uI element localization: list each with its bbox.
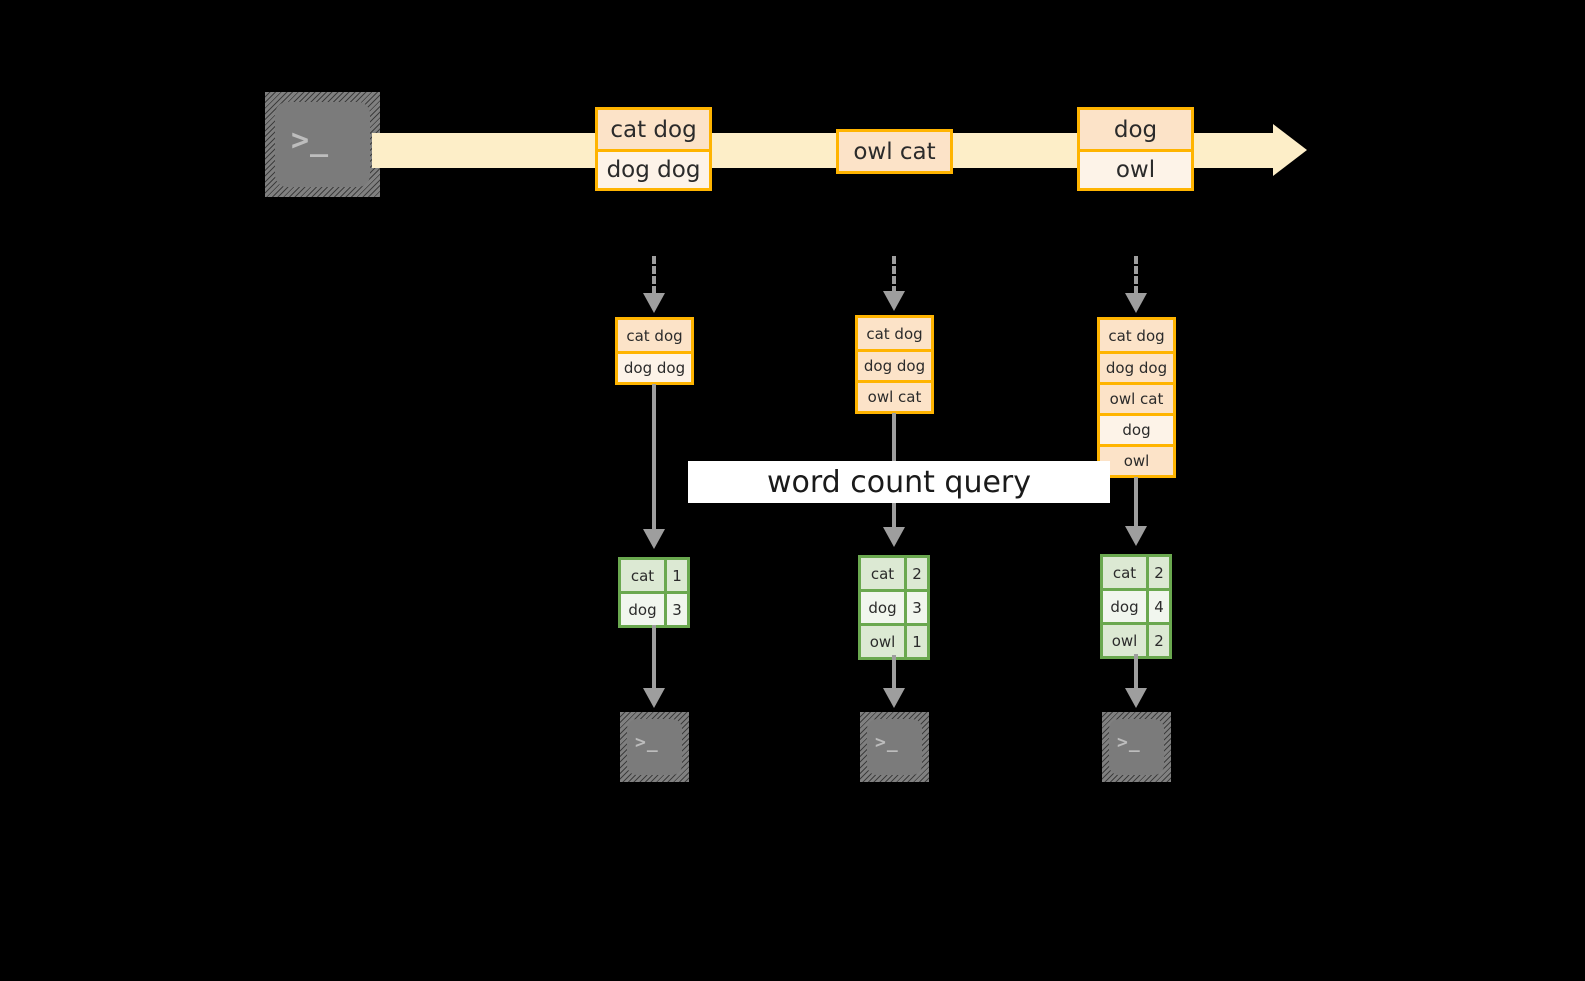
snapshot-2-input-table: cat dog dog dog owl cat: [855, 315, 934, 414]
result-row: cat 1: [621, 560, 687, 591]
snapshot-2-sink-terminal: >_: [860, 712, 929, 782]
snapshot-3-feed-arrowhead: [1125, 293, 1147, 313]
result-count: 1: [904, 626, 927, 657]
snapshot-2-sink-arrowhead: [883, 688, 905, 708]
snapshot-3-sink-line: [1134, 654, 1138, 697]
result-word: cat: [861, 558, 904, 589]
snapshot-3-result-table: cat 2 dog 4 owl 2: [1100, 554, 1172, 659]
snapshot-1-input-table: cat dog dog dog: [615, 317, 694, 385]
terminal-prompt-icon: >_: [291, 123, 330, 158]
snapshot-1-query-arrowhead: [643, 529, 665, 549]
event-stream-arrowhead: [1273, 124, 1307, 176]
terminal-prompt-icon: >_: [635, 732, 659, 753]
snapshot-1-feed-line: [652, 256, 656, 294]
snapshot-2-query-arrowhead: [883, 527, 905, 547]
snapshot-input-row: dog: [1100, 413, 1173, 444]
terminal-prompt-icon: >_: [875, 732, 899, 753]
snapshot-1-query-line: [652, 384, 656, 540]
result-row: dog 3: [861, 589, 927, 623]
snapshot-3-input-table: cat dog dog dog owl cat dog owl: [1097, 317, 1176, 478]
snapshot-input-row: owl cat: [1100, 382, 1173, 413]
snapshot-input-row: cat dog: [858, 318, 931, 349]
result-word: dog: [861, 592, 904, 623]
result-count: 2: [904, 558, 927, 589]
stream-message-row: dog dog: [598, 149, 709, 188]
result-word: owl: [861, 626, 904, 657]
query-label: word count query: [688, 461, 1110, 503]
snapshot-2-result-table: cat 2 dog 3 owl 1: [858, 555, 930, 660]
snapshot-3-query-arrowhead: [1125, 526, 1147, 546]
stream-message-row: owl: [1080, 149, 1191, 188]
result-word: dog: [621, 594, 664, 625]
terminal-screen: [275, 102, 370, 187]
snapshot-3-query-line: [1134, 477, 1138, 537]
result-word: cat: [621, 560, 664, 591]
result-word: dog: [1103, 591, 1146, 622]
terminal-screen: [1109, 719, 1164, 775]
snapshot-1-sink-line: [652, 625, 656, 697]
snapshot-input-row: dog dog: [618, 351, 691, 382]
result-row: cat 2: [861, 558, 927, 589]
stream-message-3: dog owl: [1077, 107, 1194, 191]
terminal-screen: [867, 719, 922, 775]
snapshot-2-sink-line: [892, 655, 896, 697]
snapshot-2-feed-arrowhead: [883, 291, 905, 311]
terminal-screen: [627, 719, 682, 775]
result-row: dog 3: [621, 591, 687, 625]
snapshot-1-sink-arrowhead: [643, 688, 665, 708]
stream-message-row: dog: [1080, 110, 1191, 149]
snapshot-input-row: dog dog: [1100, 351, 1173, 382]
result-count: 3: [904, 592, 927, 623]
snapshot-input-row: owl: [1100, 444, 1173, 475]
snapshot-input-row: cat dog: [618, 320, 691, 351]
snapshot-2-feed-line: [892, 256, 896, 294]
snapshot-3-sink-terminal: >_: [1102, 712, 1171, 782]
result-row: cat 2: [1103, 557, 1169, 588]
snapshot-input-row: owl cat: [858, 380, 931, 411]
result-count: 4: [1146, 591, 1169, 622]
snapshot-3-feed-line: [1134, 256, 1138, 294]
terminal-prompt-icon: >_: [1117, 732, 1141, 753]
snapshot-input-row: cat dog: [1100, 320, 1173, 351]
result-row: owl 2: [1103, 622, 1169, 656]
stream-message-1: cat dog dog dog: [595, 107, 712, 191]
result-count: 2: [1146, 625, 1169, 656]
result-word: cat: [1103, 557, 1146, 588]
result-count: 1: [664, 560, 687, 591]
result-row: dog 4: [1103, 588, 1169, 622]
snapshot-input-row: dog dog: [858, 349, 931, 380]
result-count: 2: [1146, 557, 1169, 588]
result-word: owl: [1103, 625, 1146, 656]
snapshot-3-sink-arrowhead: [1125, 688, 1147, 708]
source-terminal: >_: [265, 92, 380, 197]
stream-message-row: cat dog: [598, 110, 709, 149]
result-row: owl 1: [861, 623, 927, 657]
result-count: 3: [664, 594, 687, 625]
stream-message-2: owl cat: [836, 129, 953, 174]
snapshot-1-feed-arrowhead: [643, 293, 665, 313]
snapshot-1-result-table: cat 1 dog 3: [618, 557, 690, 628]
stream-message-row: owl cat: [839, 132, 950, 171]
snapshot-1-sink-terminal: >_: [620, 712, 689, 782]
